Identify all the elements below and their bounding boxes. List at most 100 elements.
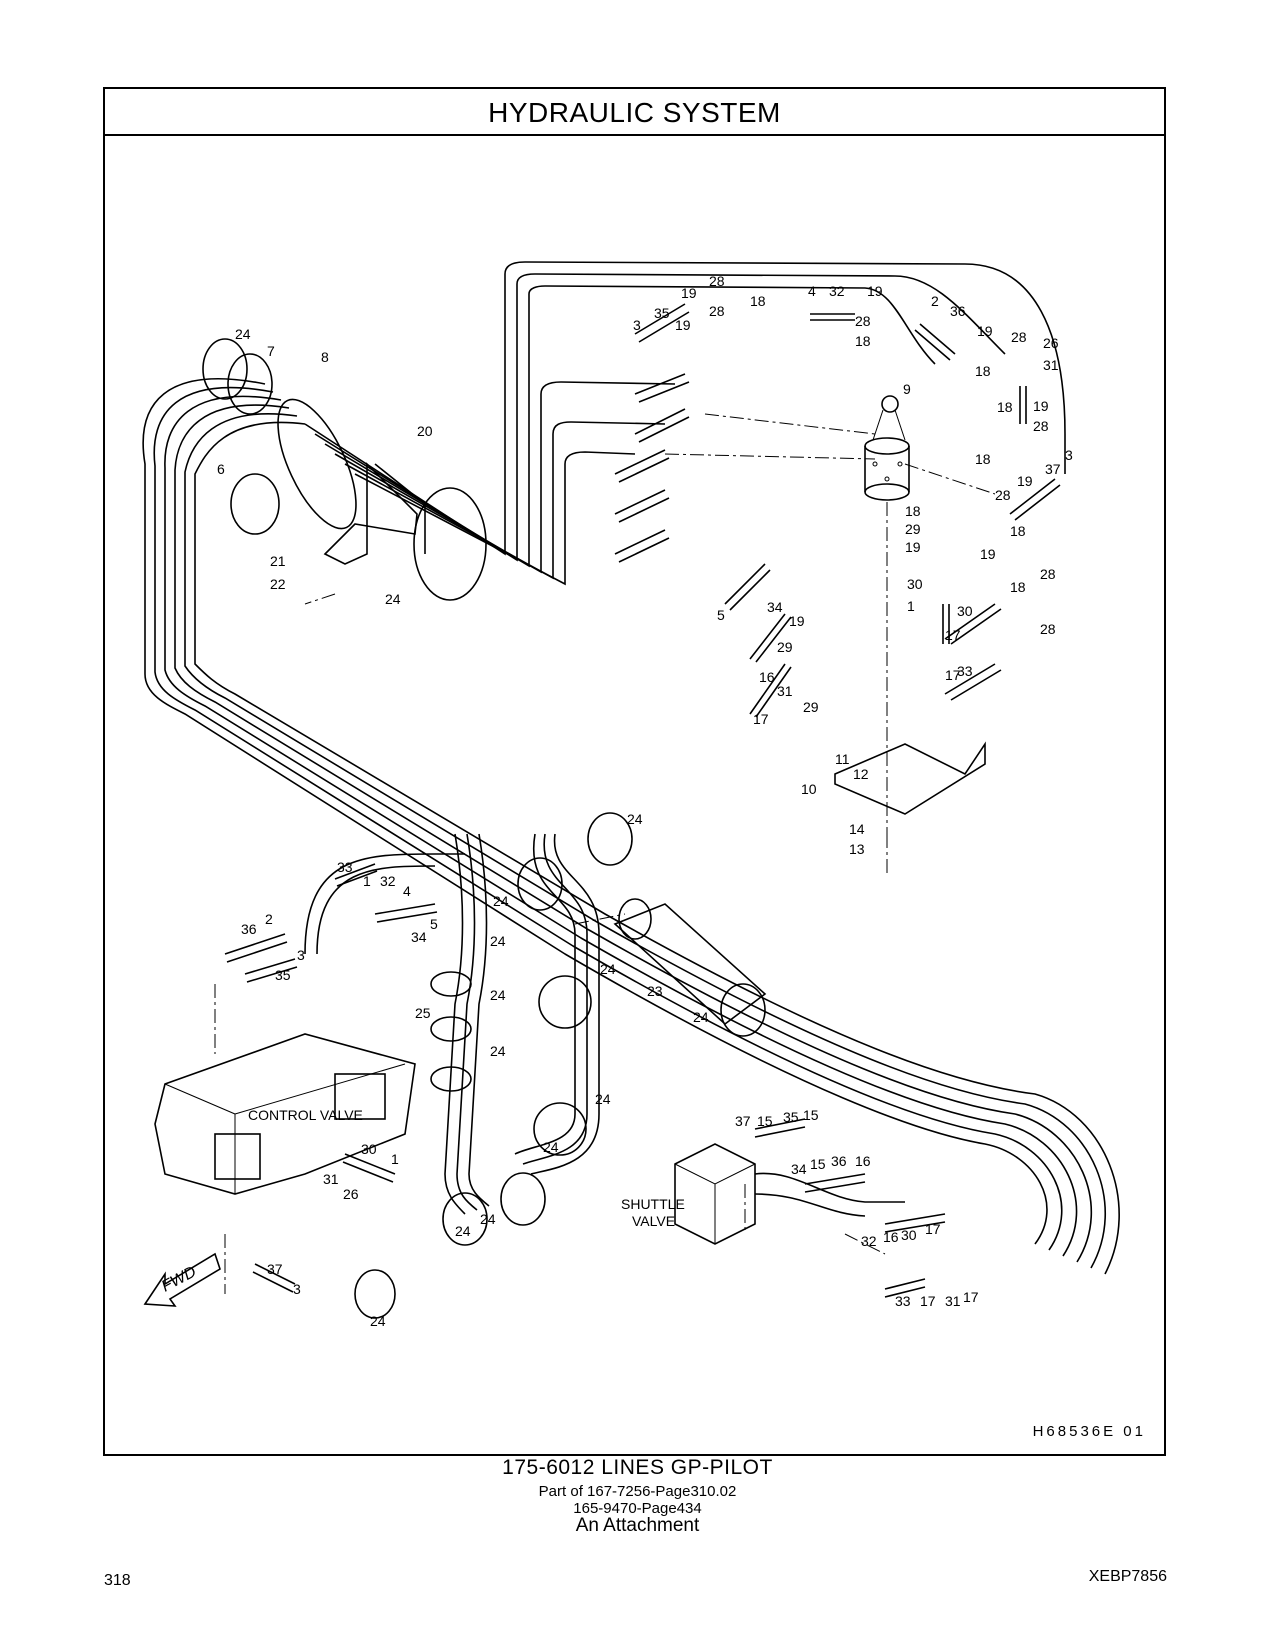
diagram-frame: HYDRAULIC SYSTEM (103, 87, 1166, 1456)
callout: 3 (633, 317, 641, 333)
caption-line-1: Part of 167-7256-Page310.02 (538, 1483, 737, 1500)
callout: 33 (337, 859, 353, 875)
callout: 6 (217, 461, 225, 477)
callout: 18 (1010, 523, 1026, 539)
bracket-20 (323, 462, 426, 565)
callout: 17 (963, 1289, 979, 1305)
callout: 16 (855, 1153, 871, 1169)
callout: 18 (855, 333, 871, 349)
callout: 28 (709, 303, 725, 319)
callout: 3 (297, 947, 305, 963)
callout: 26 (343, 1186, 359, 1202)
callout: 19 (675, 317, 691, 333)
callout: 4 (808, 283, 816, 299)
callout: 2 (265, 911, 273, 927)
callout: 35 (275, 967, 291, 983)
callout: 35 (783, 1109, 799, 1125)
callout: 18 (997, 399, 1013, 415)
callout: 31 (323, 1171, 339, 1187)
callout: 36 (831, 1153, 847, 1169)
callout: 36 (950, 303, 966, 319)
clamps (202, 338, 633, 1319)
callout: 18 (975, 363, 991, 379)
callout: 34 (791, 1161, 807, 1177)
callout: 28 (855, 313, 871, 329)
callout: 17 (925, 1221, 941, 1237)
callout: 5 (430, 916, 438, 932)
callout: 12 (853, 766, 869, 782)
caption-title: 175-6012 LINES GP-PILOT (502, 1456, 773, 1479)
leader-lines (214, 413, 996, 1294)
callout: 9 (903, 381, 911, 397)
callout: 24 (490, 1043, 506, 1059)
callout: 31 (945, 1293, 961, 1309)
callout: 31 (777, 683, 793, 699)
callout: 24 (595, 1091, 611, 1107)
callout: 17 (945, 627, 961, 643)
callout: 24 (480, 1211, 496, 1227)
callout: 24 (627, 811, 643, 827)
callout: 18 (750, 293, 766, 309)
callout: 29 (777, 639, 793, 655)
callout: 15 (810, 1156, 826, 1172)
callout-labels: 24 7 8 6 20 21 22 24 28 19 18 35 3 19 28… (217, 273, 1073, 1329)
callout: 30 (957, 603, 973, 619)
callout: 1 (907, 598, 915, 614)
callout: 3 (293, 1281, 301, 1297)
callout: 1 (363, 873, 371, 889)
callout: 35 (654, 305, 670, 321)
callout: 13 (849, 841, 865, 857)
figure-code: H68536E 01 (1032, 1423, 1146, 1440)
control-valve-assembly (154, 1033, 416, 1195)
page-title: HYDRAULIC SYSTEM (105, 89, 1164, 136)
callout: 14 (849, 821, 865, 837)
callout: 18 (975, 451, 991, 467)
pipe-bundle-main (142, 378, 1120, 1275)
callout: 21 (270, 553, 286, 569)
callout: 7 (267, 343, 275, 359)
callout: 10 (801, 781, 817, 797)
callout: 33 (957, 663, 973, 679)
callout: 30 (361, 1141, 377, 1157)
callout: 36 (241, 921, 257, 937)
page-number: 318 (104, 1572, 131, 1589)
callout: 32 (861, 1233, 877, 1249)
callout: 26 (1043, 335, 1059, 351)
caption-line-3: An Attachment (575, 1515, 700, 1536)
callout: 18 (1010, 579, 1026, 595)
callout: 24 (493, 893, 509, 909)
callout: 5 (717, 607, 725, 623)
callout: 24 (490, 987, 506, 1003)
callout: 24 (600, 961, 616, 977)
callout: 25 (415, 1005, 431, 1021)
callout: 23 (647, 983, 663, 999)
callout: 19 (867, 283, 883, 299)
callout: 17 (945, 667, 961, 683)
callout: 19 (1033, 398, 1049, 414)
callout: 24 (235, 326, 251, 342)
accumulator-23 (574, 898, 767, 1037)
shuttle-valve-label-1: SHUTTLE (621, 1196, 685, 1212)
callout: 16 (759, 669, 775, 685)
callout: 37 (1045, 461, 1061, 477)
callout: 2 (931, 293, 939, 309)
hoses (224, 303, 1061, 1298)
hydraulic-diagram: CONTROL VALVE SHUTTLE VALVE FWD 24 7 8 6… (142, 261, 1120, 1329)
callout: 19 (1017, 473, 1033, 489)
shuttle-valve-label-2: VALVE (632, 1213, 675, 1229)
callout: 18 (905, 503, 921, 519)
pipe-bundle-upper (304, 261, 1066, 586)
callout: 19 (905, 539, 921, 555)
callout: 19 (977, 323, 993, 339)
callout: 1 (391, 1151, 399, 1167)
callout: 19 (980, 546, 996, 562)
callout: 24 (385, 591, 401, 607)
callout: 28 (1011, 329, 1027, 345)
callout: 4 (403, 883, 411, 899)
callout: 28 (709, 273, 725, 289)
callout: 19 (681, 285, 697, 301)
callout: 19 (789, 613, 805, 629)
callout: 28 (1040, 621, 1056, 637)
callout: 24 (455, 1223, 471, 1239)
control-valve-label: CONTROL VALVE (248, 1107, 363, 1123)
